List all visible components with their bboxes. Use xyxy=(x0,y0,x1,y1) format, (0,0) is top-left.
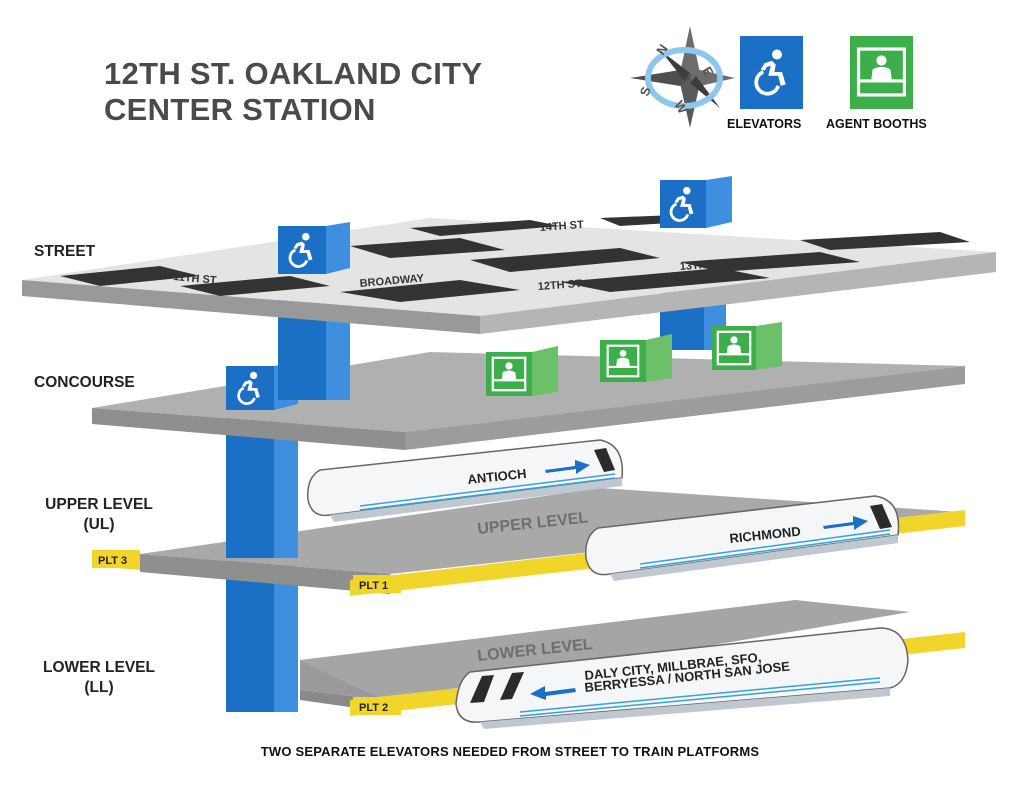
street-label-12th: 12TH ST xyxy=(537,278,582,293)
train-antioch-label: ANTIOCH xyxy=(467,466,527,487)
platform-1-tag: PLT 1 xyxy=(353,575,401,593)
level-label-upper: UPPER LEVEL (UL) xyxy=(34,495,164,535)
level-label-concourse: CONCOURSE xyxy=(34,374,135,391)
level-label-street: STREET xyxy=(34,243,96,260)
platform-1-label: PLT 1 xyxy=(359,580,388,592)
agent-booth-2 xyxy=(600,334,672,382)
agent-booth-3 xyxy=(712,322,782,370)
footer-note: TWO SEPARATE ELEVATORS NEEDED FROM STREE… xyxy=(260,744,760,759)
street-label-13th: 13TH ST xyxy=(679,258,724,273)
platform-3-label: PLT 3 xyxy=(98,555,127,567)
compass-rose-icon: N E S W xyxy=(630,26,735,128)
train-richmond-arrow-icon xyxy=(823,516,868,530)
legend-agent-booth-icon xyxy=(850,36,913,109)
platform-2-label: PLT 2 xyxy=(359,702,388,714)
level-label-lower-line-1: LOWER LEVEL xyxy=(43,659,155,676)
platform-2-tag: PLT 2 xyxy=(353,697,401,715)
station-title-line-2: CENTER STATION xyxy=(104,92,376,127)
street-slab xyxy=(22,214,996,334)
street-elevator-box-right xyxy=(660,176,732,228)
train-antioch: ANTIOCH xyxy=(307,439,624,522)
train-richmond: RICHMOND xyxy=(585,495,900,581)
legend-elevators-label: ELEVATORS xyxy=(727,117,802,131)
street-label-14th: 14TH ST xyxy=(539,219,584,234)
legend-elevator-icon xyxy=(740,36,803,109)
level-label-upper-line-1: UPPER LEVEL xyxy=(45,496,153,513)
agent-booth-1 xyxy=(486,346,558,396)
street-elevator-box-left xyxy=(278,222,350,274)
station-title: 12TH ST. OAKLAND CITY CENTER STATION xyxy=(104,56,482,128)
level-label-lower-line-2: (LL) xyxy=(84,679,114,696)
street-label-11th: 11TH ST xyxy=(173,271,218,287)
station-title-line-1: 12TH ST. OAKLAND CITY xyxy=(104,56,483,91)
train-antioch-arrow-icon xyxy=(545,460,590,474)
level-label-upper-line-2: (UL) xyxy=(83,516,115,533)
train-lower-arrow-icon xyxy=(530,686,576,700)
street-label-broadway: BROADWAY xyxy=(359,272,425,290)
train-richmond-label: RICHMOND xyxy=(729,524,802,546)
platform-3-tag: PLT 3 xyxy=(92,550,140,568)
level-label-lower: LOWER LEVEL (LL) xyxy=(34,658,164,698)
legend-agent-booths-label: AGENT BOOTHS xyxy=(826,117,927,131)
